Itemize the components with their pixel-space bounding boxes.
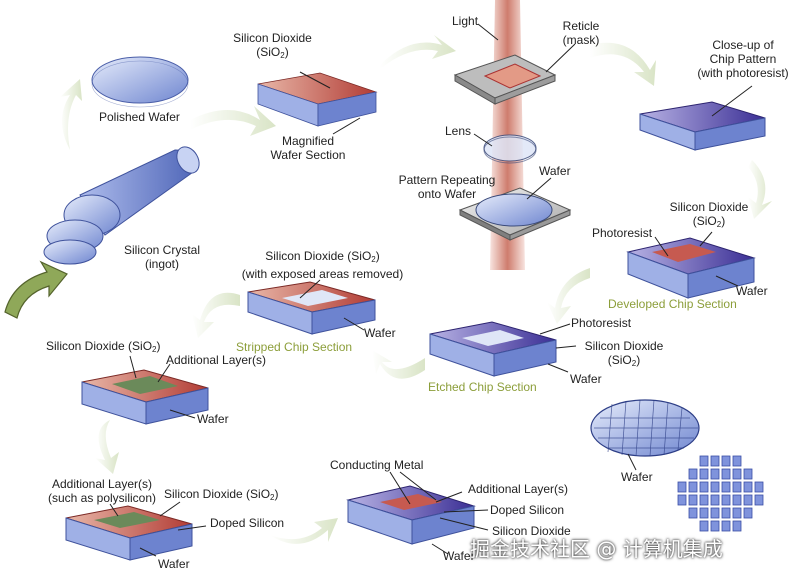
silicon-ingot-shape bbox=[43, 146, 200, 265]
label-pattern-line2: onto Wafer bbox=[417, 187, 477, 201]
caption-developed: Developed Chip Section bbox=[608, 297, 737, 311]
label-sio2-exposed: Silicon Dioxide (SiO2) (with exposed are… bbox=[230, 249, 415, 281]
stripped-chip-shape bbox=[247, 279, 376, 335]
label-additional-layers-metal: Additional Layer(s) bbox=[468, 482, 569, 496]
caption-etched: Etched Chip Section bbox=[428, 380, 537, 394]
etched-chip-shape bbox=[429, 321, 577, 377]
label-reticle: Reticle (mask) bbox=[556, 19, 606, 47]
label-light: Light bbox=[452, 14, 479, 28]
label-silicon-crystal-line2: (ingot) bbox=[144, 257, 179, 271]
label-sio2-top-line1: Silicon Dioxide bbox=[233, 31, 312, 45]
label-reticle-line1: Reticle bbox=[562, 19, 600, 33]
label-doped-silicon-metal: Doped Silicon bbox=[490, 503, 565, 517]
label-wafer-stepper: Wafer bbox=[539, 164, 571, 178]
label-polished-wafer: Polished Wafer bbox=[99, 110, 180, 124]
label-silicon-crystal: Silicon Crystal (ingot) bbox=[107, 243, 217, 271]
flow-arrow bbox=[590, 42, 656, 86]
finished-wafer-shape bbox=[590, 399, 700, 471]
closeup-chip-shape bbox=[639, 85, 766, 151]
flow-arrow bbox=[190, 106, 276, 136]
label-doped-silicon-left: Doped Silicon bbox=[210, 516, 285, 530]
label-closeup-line2: Chip Pattern bbox=[709, 52, 777, 66]
additional-layers-chip-shape bbox=[81, 355, 209, 425]
label-sio2-metal: Silicon Dioxide bbox=[492, 524, 571, 538]
label-wafer-metal: Wafer bbox=[443, 549, 475, 563]
start-arrow bbox=[4, 260, 68, 319]
label-silicon-crystal-line1: Silicon Crystal bbox=[123, 243, 201, 257]
label-magnified-section: Magnified Wafer Section bbox=[262, 134, 354, 162]
label-sio2-exposed-line1: Silicon Dioxide (SiO2) bbox=[265, 249, 380, 264]
flow-arrow bbox=[547, 268, 590, 324]
label-wafer-etched: Wafer bbox=[570, 372, 602, 386]
label-wafer-additional: Wafer bbox=[197, 412, 229, 426]
label-magnified-line1: Magnified bbox=[281, 134, 335, 148]
label-magnified-line2: Wafer Section bbox=[270, 148, 346, 162]
watermark-text: 掘金技术社区 @ 计算机集成 bbox=[470, 537, 723, 561]
label-sio2-right-line2: (SiO2) bbox=[692, 214, 726, 229]
flow-arrow bbox=[372, 350, 425, 379]
diced-chips-array bbox=[677, 455, 764, 532]
label-pattern-repeating: Pattern Repeating onto Wafer bbox=[392, 173, 502, 201]
label-sio2-right-line1: Silicon Dioxide bbox=[669, 200, 749, 214]
label-sio2-etched: Silicon Dioxide (SiO2) bbox=[576, 339, 672, 371]
label-sio2-etched-line2: (SiO2) bbox=[607, 353, 641, 368]
label-sio2-left: Silicon Dioxide (SiO2) bbox=[46, 339, 161, 354]
caption-stripped: Stripped Chip Section bbox=[236, 340, 353, 354]
label-additional-layers-doped: Additional Layer(s) (such as polysilicon… bbox=[40, 477, 164, 505]
label-additional-layers-mid: Additional Layer(s) bbox=[166, 353, 267, 367]
flow-arrows bbox=[60, 35, 772, 544]
label-pattern-line1: Pattern Repeating bbox=[398, 173, 496, 187]
magnified-wafer-section-shape bbox=[257, 71, 378, 135]
label-sio2-exposed-line2: (with exposed areas removed) bbox=[241, 267, 404, 281]
label-additional-line1: Additional Layer(s) bbox=[51, 477, 153, 491]
label-additional-line2: (such as polysilicon) bbox=[47, 491, 157, 505]
label-reticle-line2: (mask) bbox=[562, 33, 600, 47]
polished-wafer-shape bbox=[91, 56, 189, 104]
flow-arrow bbox=[270, 518, 338, 544]
flow-arrow bbox=[60, 79, 82, 150]
label-wafer-finished: Wafer bbox=[621, 470, 653, 484]
label-sio2-etched-line1: Silicon Dioxide bbox=[584, 339, 664, 353]
label-closeup-line3: (with photoresist) bbox=[697, 66, 789, 80]
label-photoresist-etched: Photoresist bbox=[571, 316, 632, 330]
label-photoresist-developed: Photoresist bbox=[592, 226, 653, 240]
label-wafer-developed: Wafer bbox=[736, 284, 768, 298]
lithography-stepper bbox=[453, 0, 576, 270]
label-sio2-top-line2: (SiO2) bbox=[256, 45, 289, 60]
flow-arrow bbox=[95, 420, 119, 474]
label-conducting-metal: Conducting Metal bbox=[330, 458, 424, 472]
label-closeup: Close-up of Chip Pattern (with photoresi… bbox=[690, 38, 796, 80]
label-wafer-doped: Wafer bbox=[158, 557, 190, 571]
doped-silicon-chip-shape bbox=[65, 501, 207, 561]
label-sio2-doped: Silicon Dioxide (SiO2) bbox=[164, 487, 279, 502]
label-lens: Lens bbox=[445, 124, 472, 138]
label-closeup-line1: Close-up of bbox=[712, 38, 774, 52]
conducting-metal-chip-shape bbox=[346, 471, 489, 555]
flow-arrow bbox=[192, 292, 240, 338]
label-sio2-right: Silicon Dioxide (SiO2) bbox=[659, 200, 759, 232]
flow-arrow bbox=[380, 35, 456, 69]
developed-chip-shape bbox=[626, 231, 756, 299]
label-wafer-stripped: Wafer bbox=[364, 326, 396, 340]
flow-arrow bbox=[748, 160, 772, 219]
label-sio2-top: Silicon Dioxide (SiO2) bbox=[225, 31, 320, 63]
